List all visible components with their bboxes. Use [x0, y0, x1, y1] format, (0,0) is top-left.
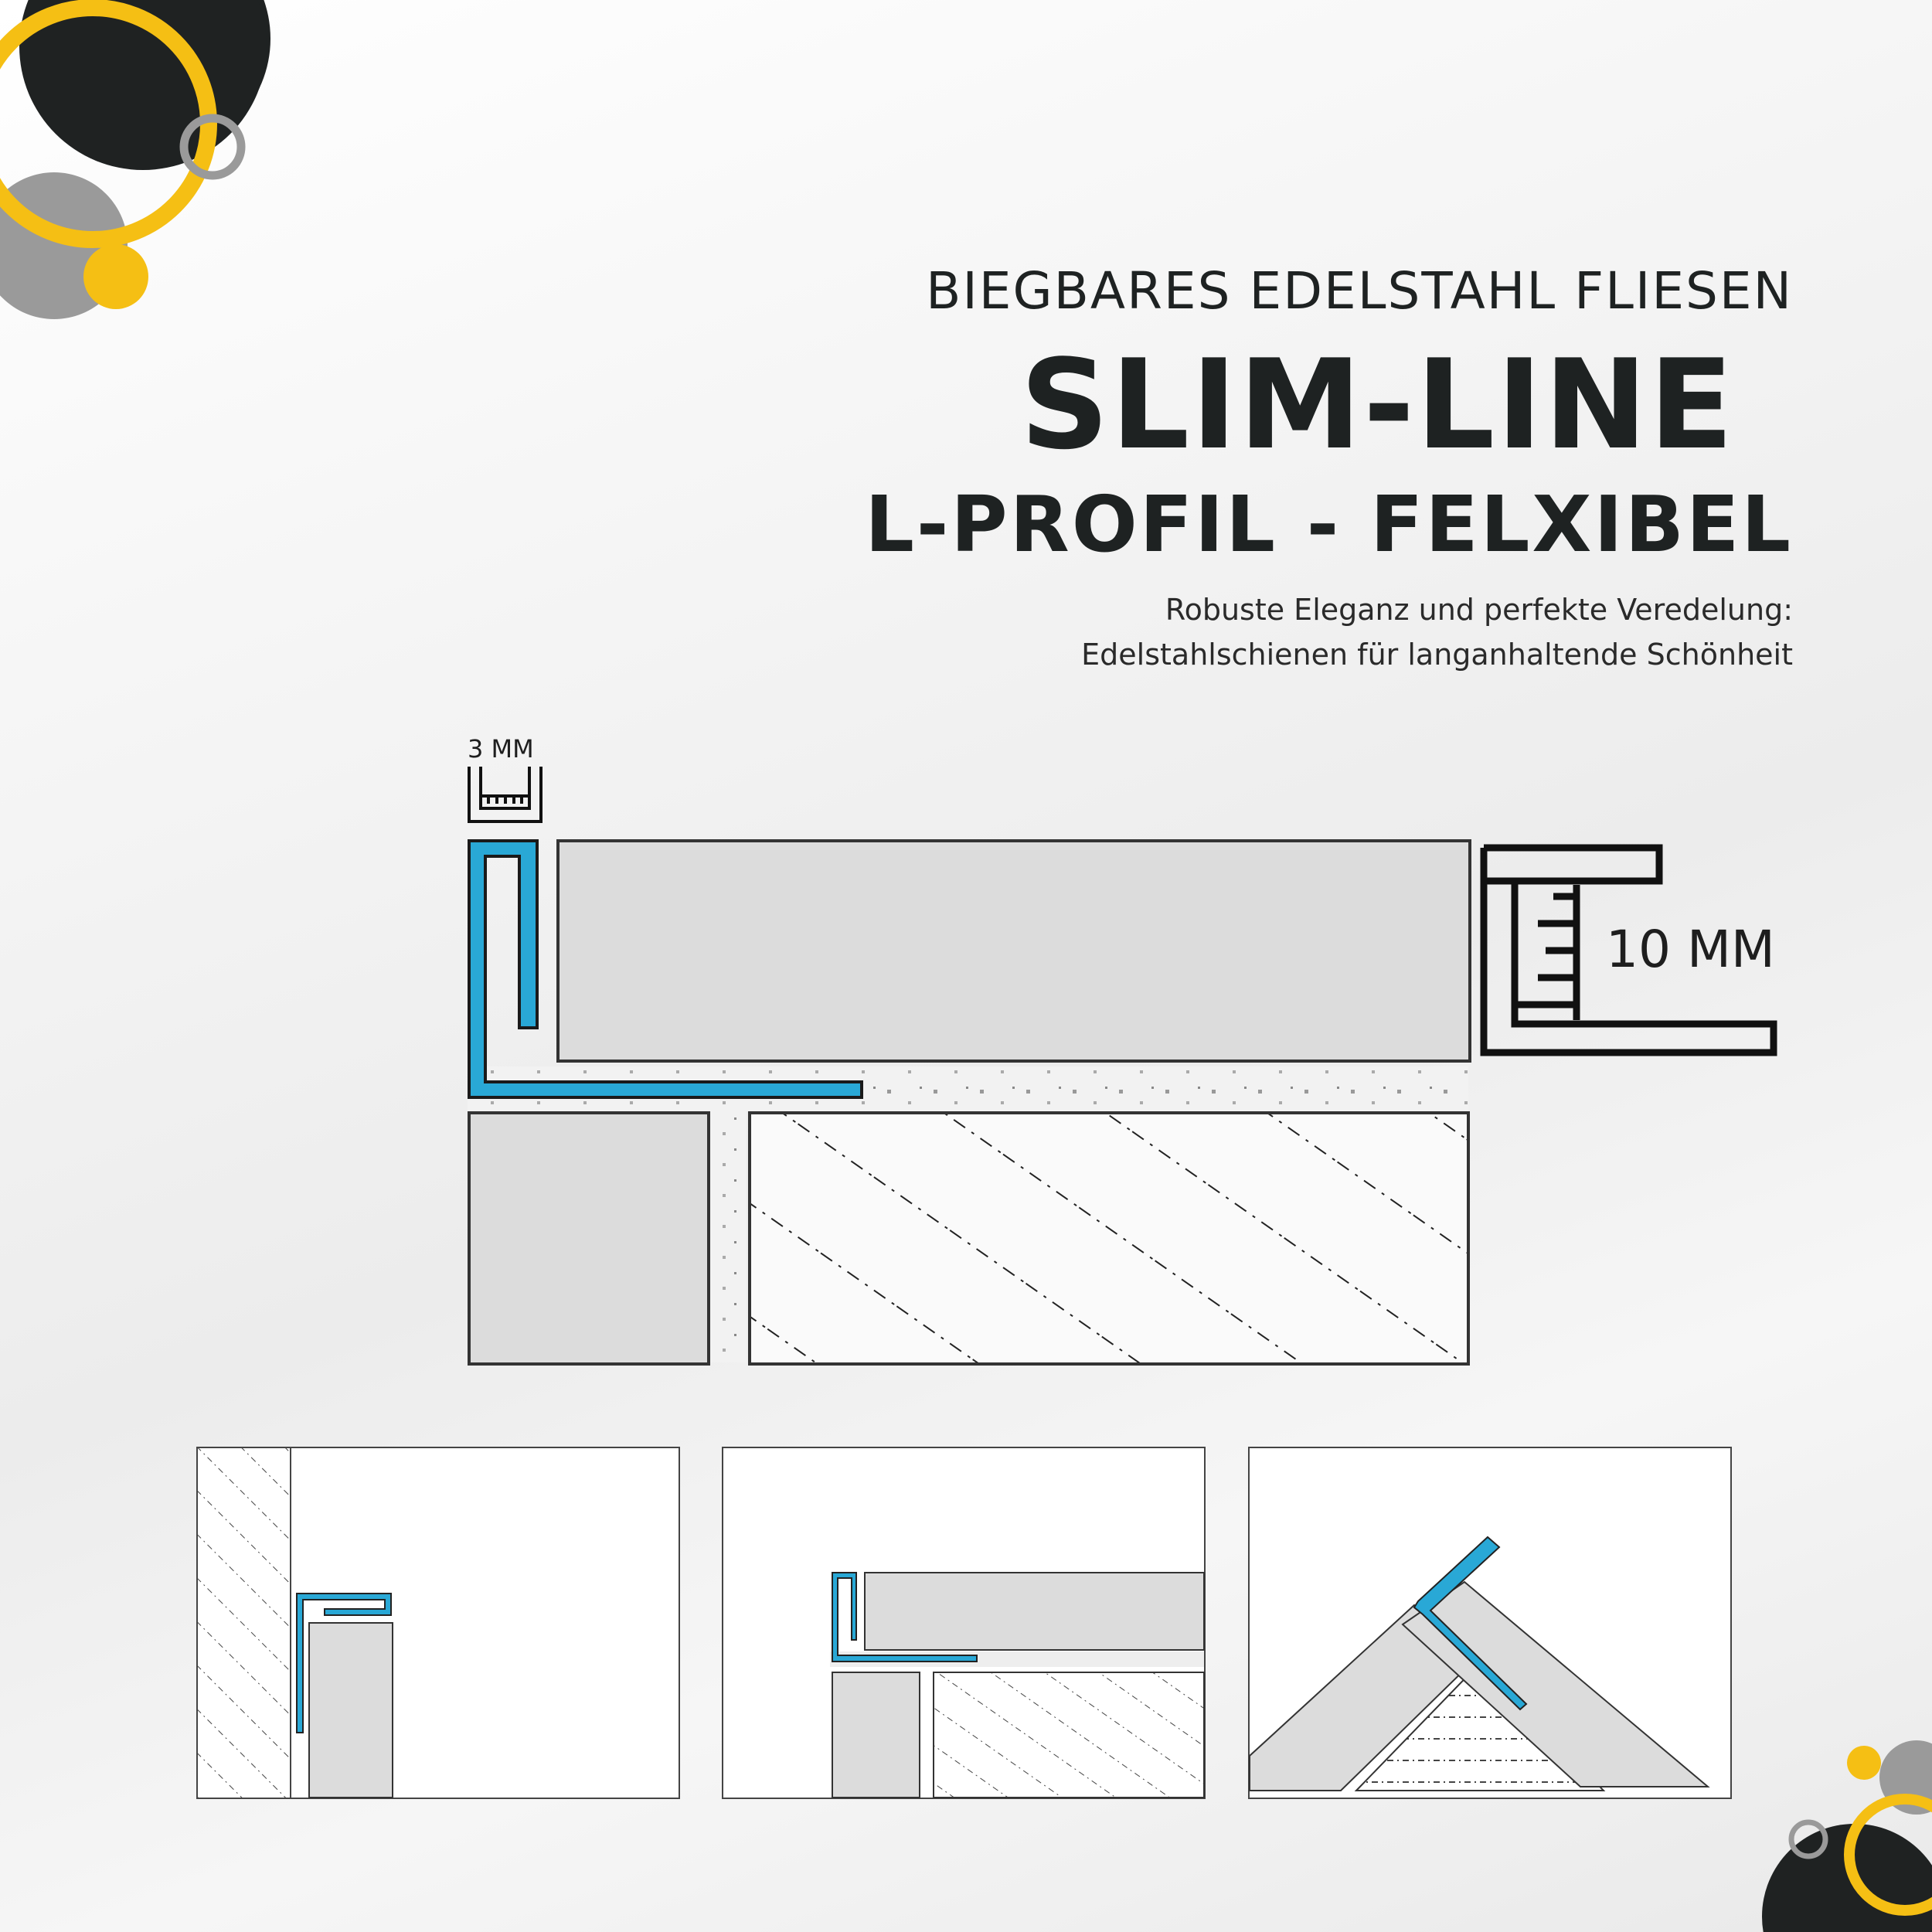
wall-substrate [198, 1448, 291, 1798]
left-corner-tile [1249, 1604, 1475, 1791]
l-profile-blue [1413, 1536, 1528, 1711]
height-gauge-icon [1480, 844, 1777, 1056]
application-panel-wall-edge [196, 1447, 680, 1799]
application-panel-outer-corner [1248, 1447, 1732, 1799]
tagline-line-2: Edelstahlschienen für langanhaltende Sch… [1081, 638, 1793, 672]
product-profile-name: L-PROFIL - FELXIBEL [865, 479, 1793, 570]
adhesive-layer-vertical [709, 1111, 747, 1362]
lower-tile [832, 1672, 920, 1798]
top-tile [864, 1572, 1205, 1651]
top-left-circles [0, 0, 270, 319]
tagline-line-1: Robuste Eleganz und perfekte Veredelung: [1165, 593, 1793, 627]
l-profile-blue [468, 839, 863, 1099]
width-gauge-icon [468, 767, 543, 823]
width-dimension-label: 3 MM [468, 734, 534, 764]
bottom-right-circles [1762, 1740, 1932, 1932]
wall-tile [308, 1622, 393, 1798]
product-title: SLIM-LINE [1019, 332, 1735, 477]
substrate-hatched [933, 1672, 1205, 1798]
main-cross-section-diagram [468, 767, 1777, 1366]
l-profile-blue [832, 1572, 978, 1662]
top-tile [556, 839, 1471, 1063]
product-subtitle: BIEGBARES EDELSTAHL FLIESEN [926, 261, 1793, 321]
l-profile-blue [296, 1593, 392, 1733]
application-panel-floor-step [722, 1447, 1206, 1799]
height-dimension-label: 10 MM [1606, 920, 1775, 979]
substrate-hatch-fill [751, 1114, 1467, 1362]
lower-tile [468, 1111, 710, 1366]
tagline: Robuste Eleganz und perfekte Veredelung:… [1081, 587, 1793, 677]
